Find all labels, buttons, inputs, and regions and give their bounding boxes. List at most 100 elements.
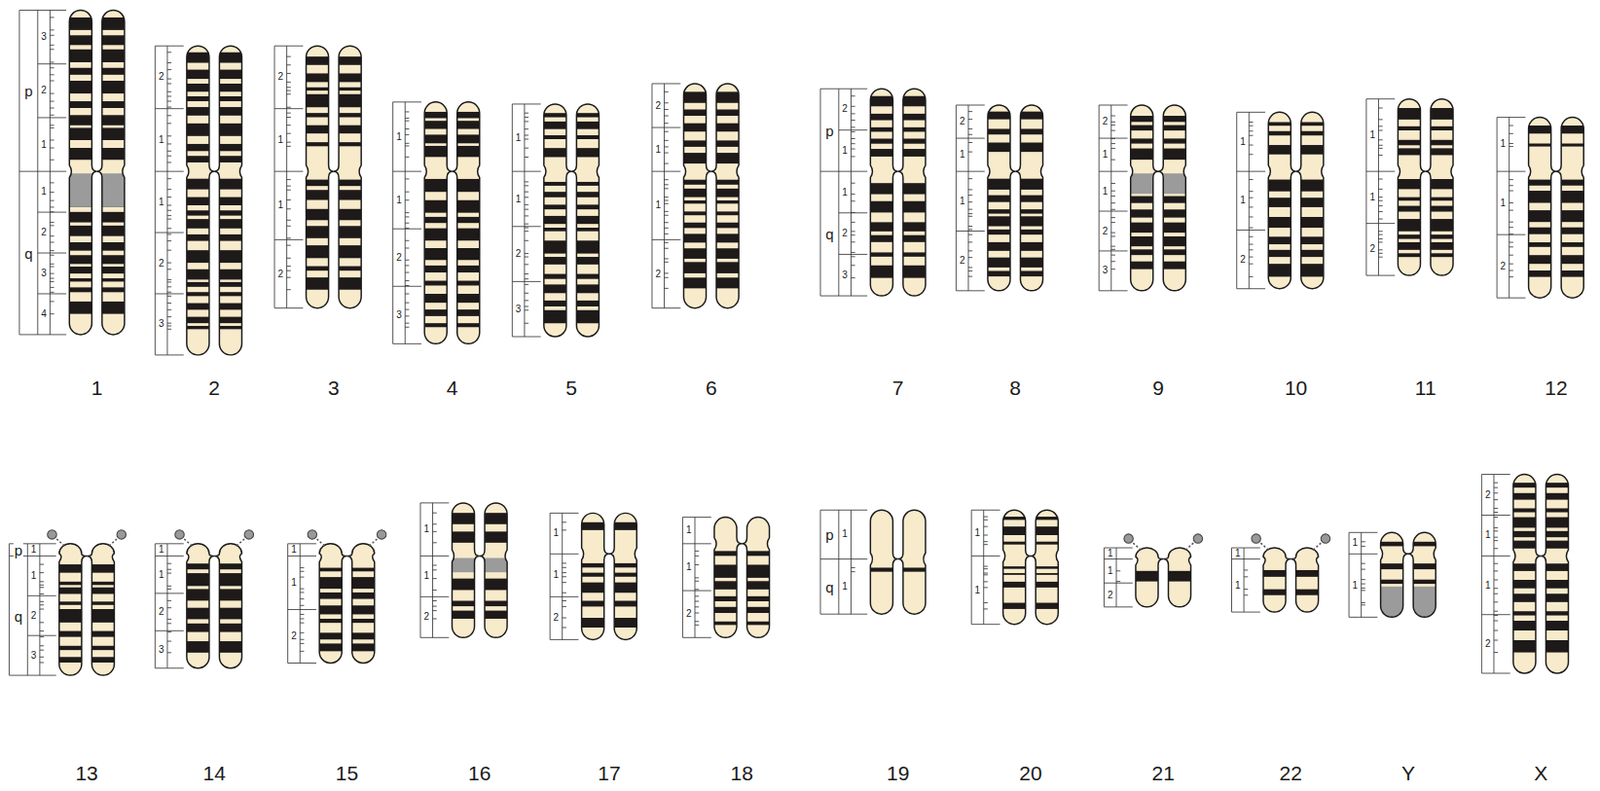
ideogram-part [955,171,984,173]
ideogram-part [392,102,394,344]
dark-band [67,127,127,141]
ideogram-part [1509,226,1514,228]
region-number: 1 [686,525,692,536]
ideogram-part [167,316,172,318]
ideogram-part [511,336,541,338]
ideogram-part [404,227,409,229]
ideogram-part [167,323,172,325]
ideogram-part [694,620,699,622]
chromosome-number: 19 [886,762,910,783]
dark-band [712,621,772,626]
dark-band [303,180,364,187]
region-number: 1 [1369,192,1376,203]
region-number: 2 [31,611,37,621]
dark-band [317,643,377,652]
ideogram-part [1378,118,1382,120]
ideogram-part [1111,246,1116,248]
ideogram-part [39,621,44,623]
ideogram-part [652,171,681,173]
chromosome-number: 6 [705,377,718,399]
ideogram-part [562,581,567,583]
region-number: 2 [959,255,966,266]
ideogram-part [968,194,973,196]
dark-band [57,581,117,585]
dark-band [67,301,127,315]
region-number: 2 [655,101,662,111]
ideogram-part [1111,195,1116,197]
ideogram-part [393,171,422,173]
chromatid-outline [69,10,97,335]
ideogram-part [664,131,669,133]
band-scale [1236,111,1266,289]
dark-band [681,211,741,216]
dark-band [868,252,928,256]
ideogram-part [49,263,54,265]
ideogram-part [562,572,567,574]
dark-band [985,179,1046,190]
ideogram-part [19,333,67,335]
dark-band [1266,180,1326,192]
dark-band [1266,217,1326,228]
ideogram-part [1509,143,1514,145]
ideogram-part [1248,121,1253,123]
ideogram-part [167,295,172,297]
ideogram-part [1248,216,1253,218]
ideogram-part [1248,263,1253,265]
band-scale [1366,99,1395,276]
ideogram-part [524,156,529,158]
ideogram-part [404,216,409,218]
ideogram-part [167,600,172,602]
ideogram-part [1481,555,1510,557]
arm-label: q [824,579,835,594]
ideogram-part [49,101,54,103]
dark-band [1128,125,1189,132]
band-group [303,43,364,311]
dark-band [1395,206,1455,213]
ideogram-part [955,105,984,107]
chromatid-outline [544,104,572,337]
chromosome [1251,534,1331,615]
chromatid-outline [346,544,374,664]
ideogram-part [562,618,567,619]
ideogram-part [524,116,529,118]
ideogram-part [562,606,567,608]
chromosome-number: 16 [468,762,491,783]
ideogram-part [850,95,855,97]
ideogram-part [1493,587,1498,589]
ideogram-part [287,257,291,259]
ideogram-part [167,78,172,80]
satellite [47,530,57,540]
ideogram-part [39,586,44,588]
ideogram-part [49,221,54,223]
dark-band [303,225,364,239]
ideogram-part [299,651,304,653]
ideogram-part [664,187,669,189]
dark-band [1378,563,1438,570]
ideogram-part [167,150,172,152]
ideogram-part [664,248,669,250]
dark-band [542,147,602,157]
ideogram-part [820,171,868,173]
light-band [1527,114,1587,300]
dark-band [1395,108,1455,120]
chromosome [1266,109,1326,291]
satellite [1251,534,1261,544]
region-number: 2 [841,104,848,114]
dark-band [317,568,377,573]
region-number: 1 [40,140,47,150]
region-number: 2 [158,72,165,82]
light-band [1001,508,1061,627]
region-number: 1 [959,196,966,207]
ideogram-part [1111,121,1116,123]
band-group [67,7,127,337]
region-number: 1 [424,571,431,582]
ideogram-part [968,270,973,272]
dark-band [449,611,510,619]
ideogram-part [524,305,529,307]
ideogram-part [167,563,172,565]
ideogram-part [287,90,291,92]
ideogram-part [524,204,529,206]
dark-band [317,605,377,615]
